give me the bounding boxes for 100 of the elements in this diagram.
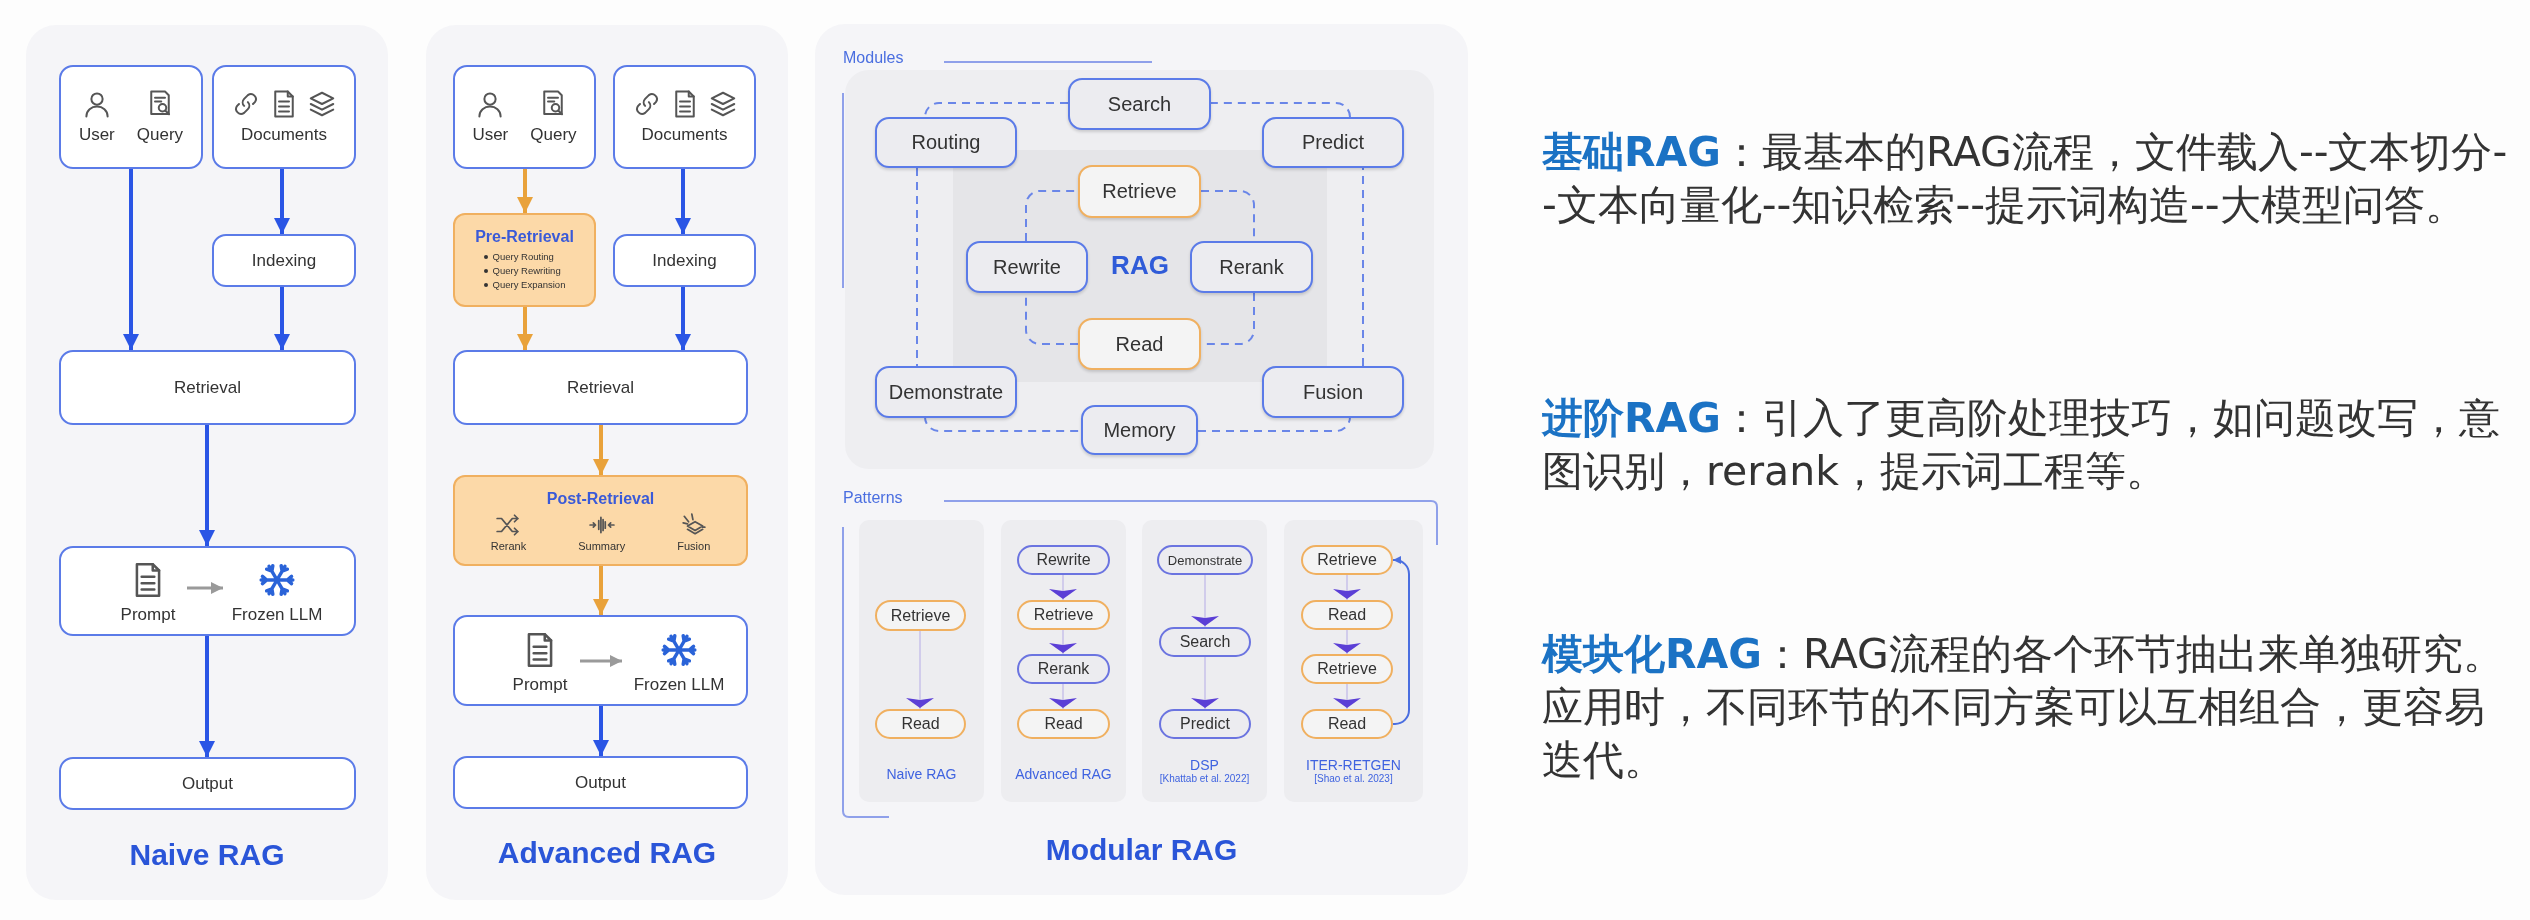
chevron-arrow: [1049, 629, 1077, 655]
module-box: [875, 366, 1017, 418]
arrow: [675, 287, 691, 350]
step-pill: [875, 600, 966, 631]
dashed-connector: [1362, 167, 1364, 367]
step-pill: [1301, 545, 1393, 575]
column-title: Advanced RAG: [1014, 766, 1113, 782]
pattern-column: [1284, 520, 1423, 802]
chevron-arrow: [1191, 574, 1219, 628]
module-box: [1068, 78, 1211, 130]
item-label: Documents: [641, 125, 728, 145]
module-box: [1081, 405, 1198, 455]
citation-text: [Shao et al. 2023]: [1313, 773, 1394, 784]
step-pill: [1301, 600, 1393, 630]
item-label: Frozen LLM: [231, 605, 323, 625]
pattern-column: [1001, 520, 1126, 802]
module-box: [1262, 117, 1404, 168]
chevron-arrow: [1191, 656, 1219, 710]
arrow: [1392, 556, 1410, 725]
arrow: [517, 307, 533, 350]
step-pill: [1017, 654, 1110, 684]
step-pill: [1159, 709, 1251, 739]
box-label: Demonstrate: [888, 380, 1004, 404]
process-box: [453, 65, 596, 169]
panel-title: Advanced RAG: [496, 836, 718, 870]
description-paragraph: 基础RAG：最基本的RAG流程，文件载入--文本切分--文本向量化--知识检索--提示词构造--大模型问答。: [1542, 127, 2509, 231]
section-label: Modules: [843, 49, 904, 67]
box-label: Search: [1107, 92, 1172, 116]
stage-box: [453, 475, 748, 566]
arrow: [199, 636, 215, 757]
step-pill: [875, 709, 966, 739]
box-label: Memory: [1103, 418, 1176, 442]
bullet-item: Query Expansion: [483, 278, 566, 292]
pattern-column: [1142, 520, 1267, 802]
arrow: [580, 655, 622, 667]
step-pill: [1159, 627, 1251, 657]
process-box: [212, 234, 356, 287]
box-label: Rerank: [1037, 660, 1090, 678]
box-label: Read: [901, 715, 940, 733]
box-label: Retrieve: [890, 606, 951, 625]
description-paragraph: 模块化RAG：RAG流程的各个环节抽出来单独研究。应用时，不同环节的不同方案可以互相组合，更容易迭代。: [1542, 629, 2505, 786]
column-title: Naive RAG: [885, 766, 958, 782]
process-box: [59, 757, 356, 810]
box-label: Output: [574, 772, 626, 793]
chevron-arrow: [1333, 629, 1361, 655]
process-box: [453, 350, 748, 425]
arrow: [199, 425, 215, 546]
dashed-connector: [1210, 102, 1351, 118]
step-pill: [1017, 600, 1110, 630]
arrow: [274, 287, 290, 350]
chevron-arrow: [1333, 574, 1361, 601]
step-pill: [1017, 545, 1110, 575]
column-title: ITER-RETGEN: [1305, 757, 1402, 773]
chevron-arrow: [1049, 574, 1077, 601]
process-box: [59, 65, 203, 169]
process-box: [453, 756, 748, 809]
bullet-item: Query Routing: [483, 250, 566, 264]
panel-card: [26, 25, 388, 900]
box-label: Retrieval: [173, 377, 242, 398]
box-label: Retrieve: [1033, 606, 1094, 624]
arrow: [187, 582, 223, 594]
box-label: Read: [1115, 332, 1164, 356]
arrow: [675, 169, 691, 234]
item-label: User: [472, 125, 509, 145]
dashed-connector: [1197, 416, 1351, 432]
arrow: [593, 706, 609, 756]
process-box: [59, 350, 356, 425]
box-label: Retrieve: [1317, 551, 1377, 569]
box-label: Retrieval: [566, 377, 635, 398]
arrow: [274, 169, 290, 234]
box-label: Rewrite: [993, 255, 1061, 279]
stage-title: Pre-Retrieval: [475, 228, 574, 246]
box-label: Output: [181, 773, 233, 794]
stage-title: Post-Retrieval: [546, 489, 655, 508]
step-pill: [1157, 545, 1253, 575]
step-pill: [1301, 654, 1393, 684]
core-label: RAG: [1110, 250, 1170, 281]
citation-text: [Khattab et al. 2022]: [1158, 773, 1251, 784]
step-pill: [1017, 709, 1110, 739]
arrow: [593, 425, 609, 475]
box-label: Indexing: [652, 250, 717, 271]
box-label: Indexing: [251, 250, 317, 271]
module-box: [1078, 318, 1201, 370]
item-label: Frozen LLM: [633, 675, 725, 695]
arrow: [593, 566, 609, 615]
box-label: Predict: [1180, 715, 1230, 733]
item-label: Prompt: [512, 675, 568, 695]
box-label: Read: [1327, 715, 1367, 733]
box-label: Read: [1044, 715, 1083, 733]
box-label: Rerank: [1219, 255, 1284, 279]
item-label: Query: [530, 125, 577, 145]
stage-box: [453, 213, 596, 307]
box-label: Fusion: [1303, 380, 1363, 404]
box-label: Routing: [911, 131, 981, 154]
panel-title: Modular RAG: [1044, 833, 1239, 867]
module-box: [1190, 241, 1313, 293]
process-box: [613, 234, 756, 287]
chevron-arrow: [1049, 683, 1077, 710]
pattern-column: [859, 520, 984, 802]
module-box: [966, 241, 1088, 293]
